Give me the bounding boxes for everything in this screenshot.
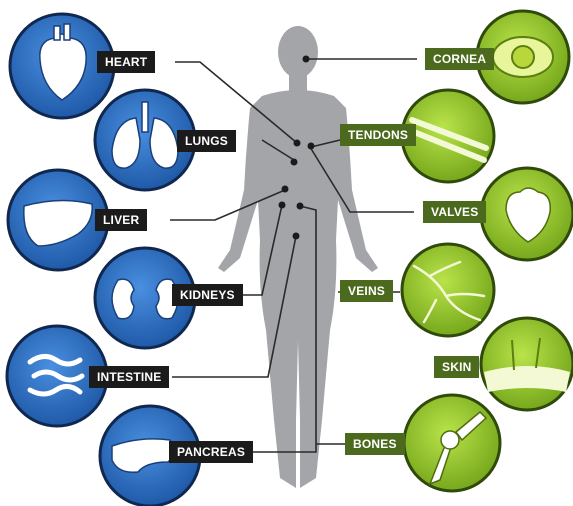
liver-circle — [8, 170, 108, 270]
label-pancreas: PANCREAS — [169, 441, 253, 463]
label-skin: SKIN — [434, 356, 479, 378]
valves-circle — [481, 168, 573, 260]
label-veins: VEINS — [340, 280, 393, 302]
label-tendons: TENDONS — [340, 124, 416, 146]
label-liver: LIVER — [95, 209, 147, 231]
label-heart: HEART — [97, 51, 155, 73]
human-body-silhouette — [218, 26, 378, 488]
label-cornea: CORNEA — [425, 48, 494, 70]
label-valves: VALVES — [423, 201, 486, 223]
skin-circle — [481, 318, 573, 410]
label-intestine: INTESTINE — [89, 366, 169, 388]
label-lungs: LUNGS — [177, 130, 236, 152]
label-bones: BONES — [345, 433, 405, 455]
label-kidneys: KIDNEYS — [172, 284, 243, 306]
eye-icon — [493, 37, 553, 77]
veins-circle — [402, 244, 494, 336]
bones-circle — [404, 395, 500, 491]
